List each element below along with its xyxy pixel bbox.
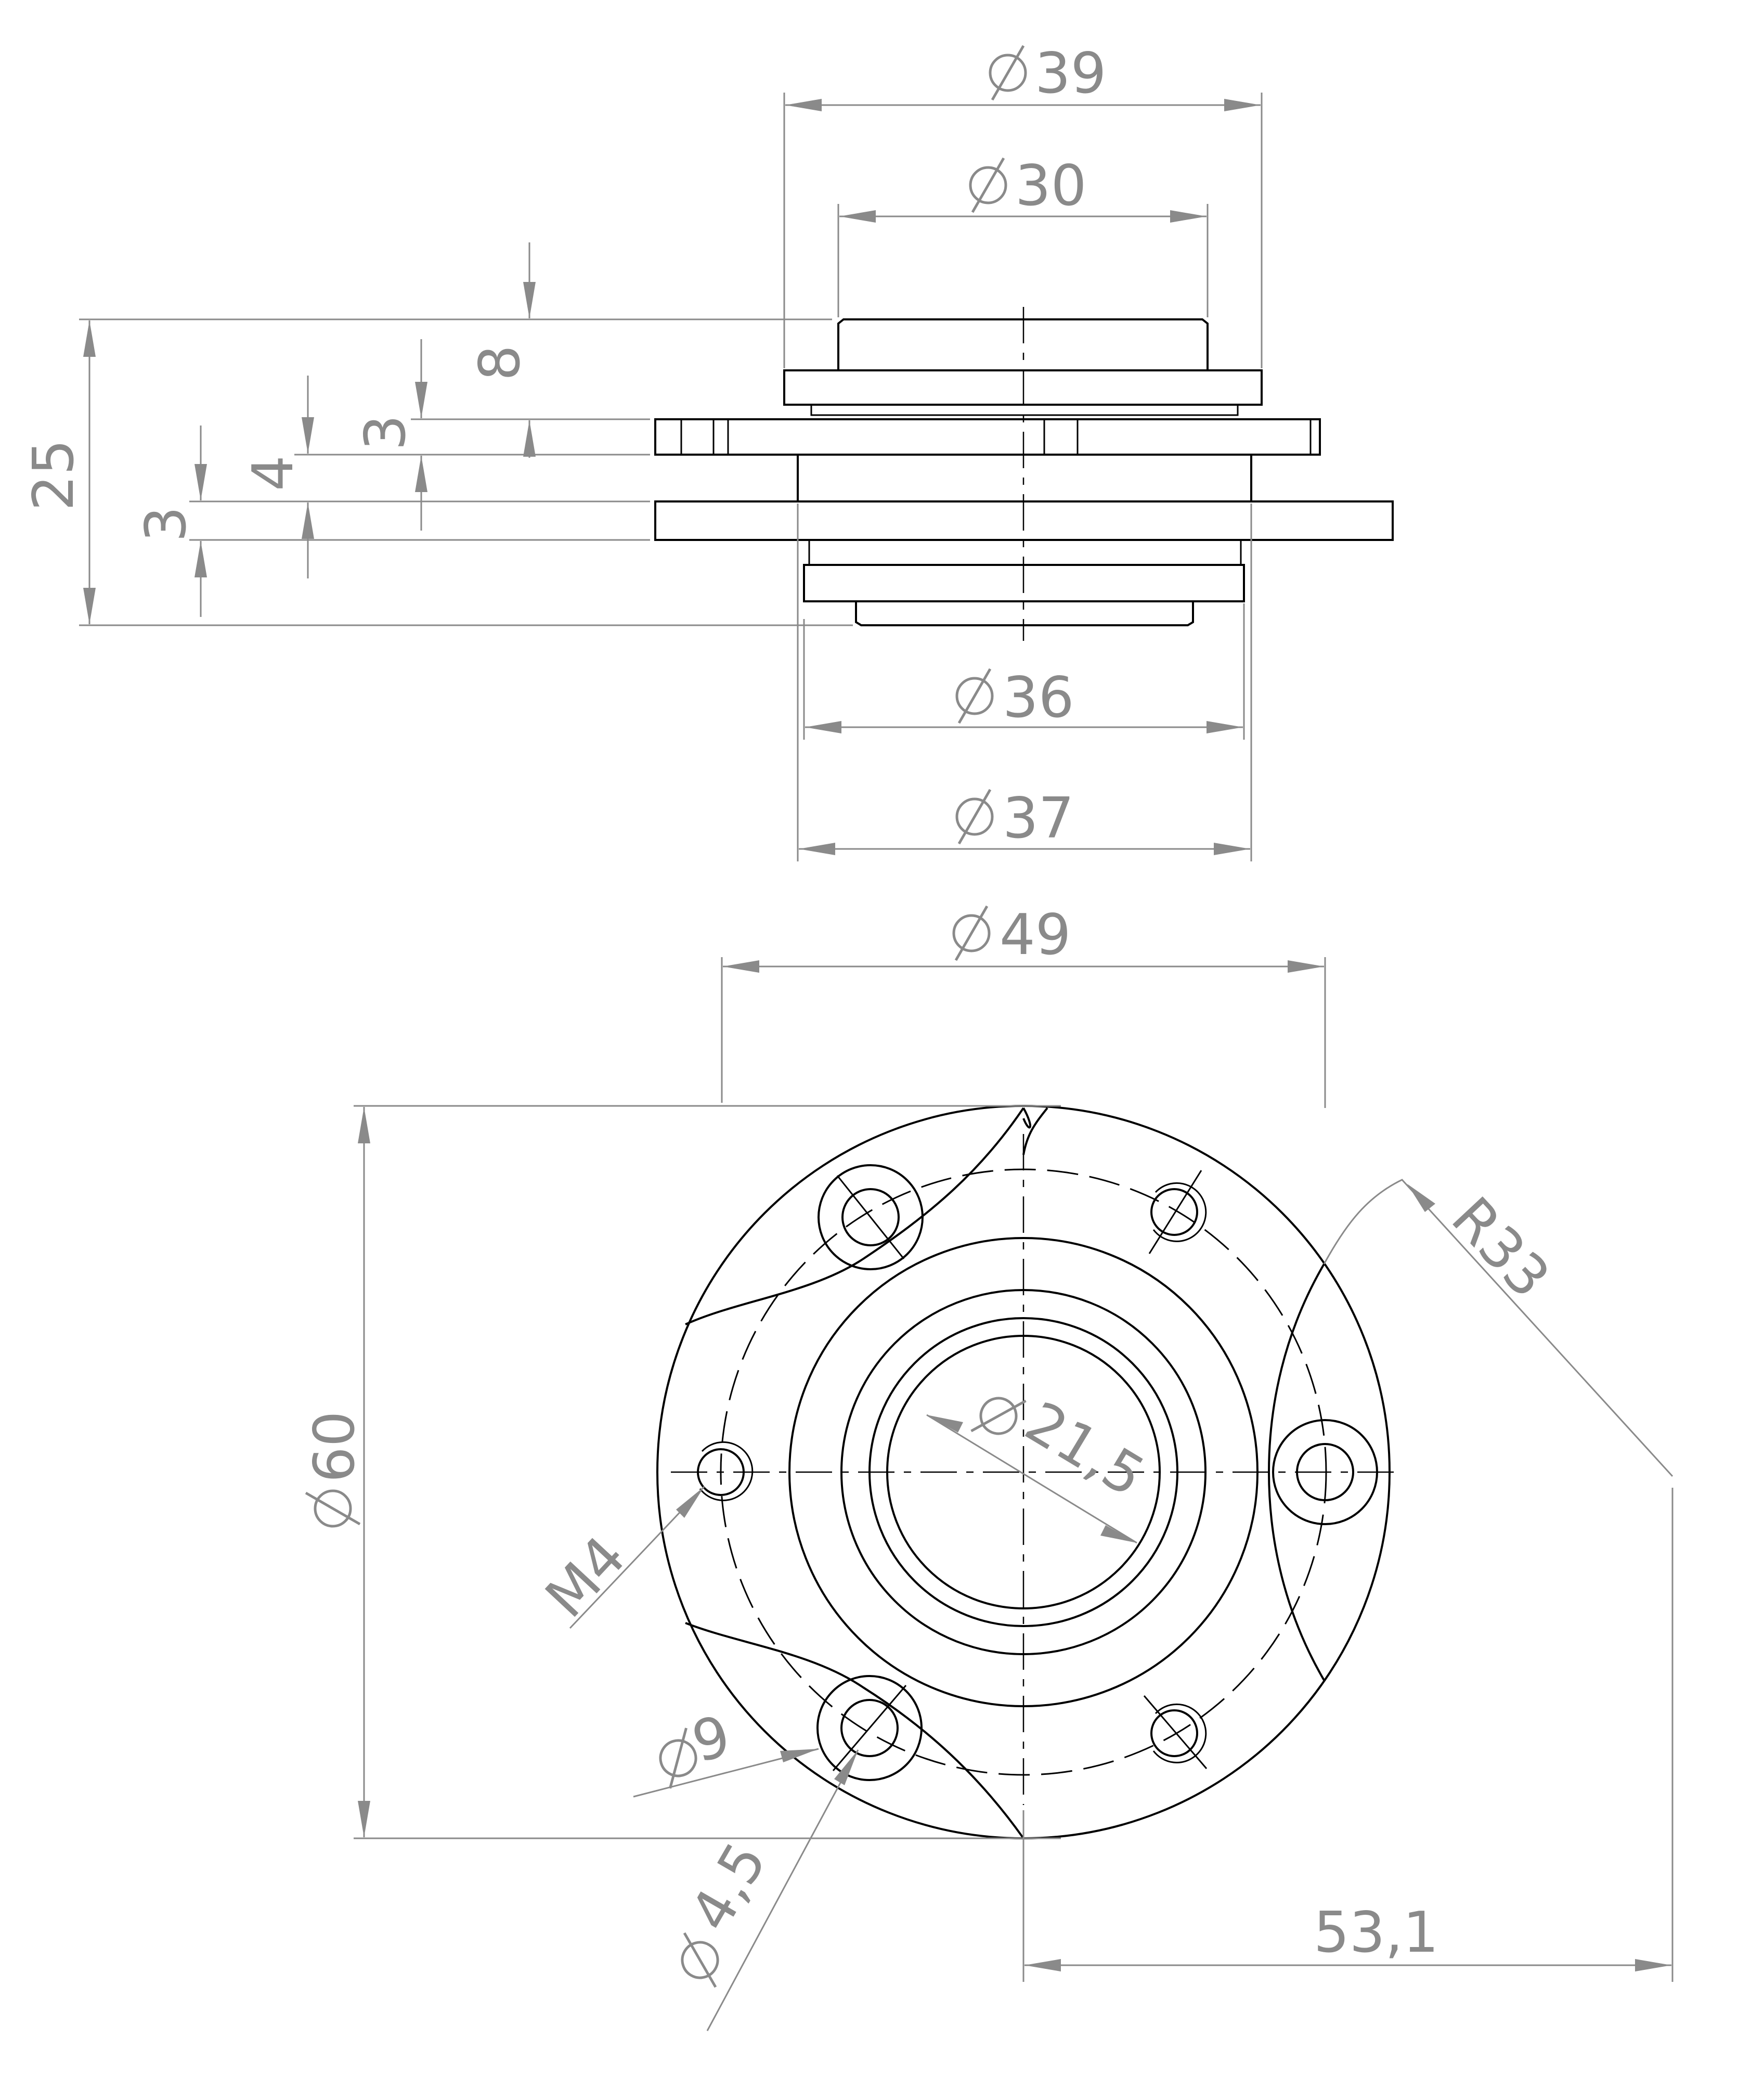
upper-flange	[654, 418, 1321, 456]
top-scallop-arc	[1022, 1107, 1048, 1155]
upper-left-scallop	[685, 1107, 1024, 1325]
upper-left-scallop-top	[1022, 1107, 1031, 1129]
dim-dia-37: 37	[1003, 786, 1074, 851]
front-view-dimensions: 49 60 21,5 R33 M4 9 4,5	[302, 903, 1674, 2031]
main-body	[797, 454, 1252, 502]
dim-height-4: 4	[241, 455, 306, 491]
dim-dia-49: 49	[1000, 903, 1071, 968]
dim-height-8: 8	[468, 345, 533, 381]
threaded-hole-upper-right	[1148, 1170, 1207, 1254]
r33-leader	[1323, 1179, 1674, 1477]
lower-neck	[808, 539, 1242, 566]
side-view-dimensions: 39 30 36 37 25	[21, 41, 1263, 861]
side-view	[654, 307, 1394, 641]
dim-height-25: 25	[21, 440, 86, 511]
front-view	[656, 1105, 1394, 1839]
dim-dia-39: 39	[1035, 41, 1106, 106]
dim-height-3-upper: 3	[353, 415, 418, 450]
dim-dia-30: 30	[1015, 153, 1086, 218]
counterbore-hole-lower-left	[816, 1675, 923, 1781]
dim-height-3-lower: 3	[134, 506, 199, 542]
dim-radius-33: R33	[1439, 1185, 1562, 1310]
dim-dia-60: 60	[302, 1411, 367, 1483]
threaded-hole-left	[697, 1441, 754, 1501]
dia-4-5-leader	[706, 1749, 859, 2031]
threaded-hole-lower-right	[1143, 1695, 1208, 1769]
upper-neck	[810, 404, 1239, 416]
dim-dia-21-5: 21,5	[1015, 1389, 1156, 1510]
lower-left-scallop	[685, 1622, 1024, 1839]
dim-thread-m4: M4	[534, 1524, 639, 1630]
counterbore-hole-upper-left	[818, 1164, 924, 1270]
dim-dia-36: 36	[1003, 665, 1074, 730]
dim-offset-53-1: 53,1	[1314, 1900, 1438, 1965]
bottom-lip	[855, 601, 1194, 626]
